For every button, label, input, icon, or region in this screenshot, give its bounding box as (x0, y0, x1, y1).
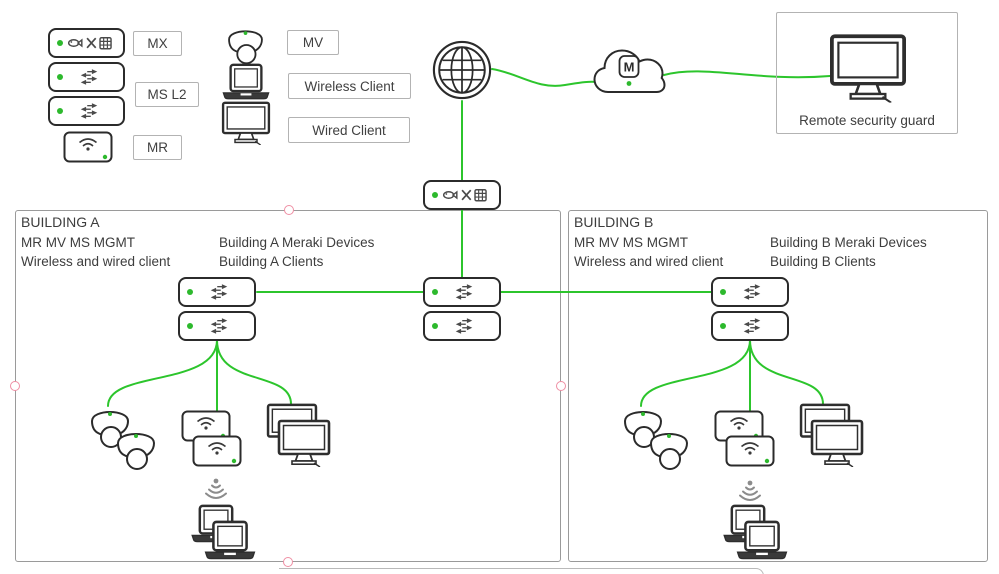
link-switchB-monitors (749, 339, 824, 405)
legend-mx-label: MX (133, 31, 182, 56)
status-dot-icon (720, 323, 726, 329)
legend-wireless-client-label: Wireless Client (288, 73, 411, 99)
building-a-devices-label: MR MV MS MGMT (21, 235, 135, 250)
building-b-left-column: MR MV MS MGMT Wireless and wired client (574, 233, 723, 271)
building-b-clients-desc: Building B Clients (770, 254, 876, 269)
status-dot-icon (432, 289, 438, 295)
legend-laptop-icon (221, 63, 271, 101)
status-dot-icon (187, 323, 193, 329)
building-b-devices-label: MR MV MS MGMT (574, 235, 688, 250)
connection-point-marker-bottom (283, 557, 293, 567)
wireless-client-text: Wireless Client (304, 78, 395, 94)
status-dot-icon (720, 289, 726, 295)
legend-ms-device-1 (48, 62, 125, 92)
switch-icon (210, 318, 228, 334)
switch-icon (80, 69, 98, 85)
core-switch-1 (423, 277, 501, 307)
switch-icon (455, 284, 473, 300)
mx-label-text: MX (147, 36, 168, 51)
legend-monitor-icon (221, 101, 271, 145)
building-a-laptop-icon-2 (202, 520, 258, 561)
status-dot-icon (57, 40, 63, 46)
status-dot-icon (57, 108, 63, 114)
meraki-cloud-icon: M (593, 49, 666, 93)
building-b-dome-camera-icon-2 (645, 426, 693, 472)
link-switchB-cameras (640, 339, 751, 407)
building-b-monitor-icon-2 (810, 419, 864, 467)
building-a-clients-label: Wireless and wired client (21, 254, 171, 269)
core-mx-device (423, 180, 501, 210)
legend-dome-camera-icon (223, 24, 268, 66)
switch-icon (743, 284, 761, 300)
connection-point-marker-right (556, 381, 566, 391)
building-a-title: BUILDING A (21, 214, 100, 230)
building-b-access-point-icon-2 (725, 435, 775, 467)
building-a-access-point-icon-2 (192, 435, 242, 467)
building-b-box: BUILDING B MR MV MS MGMT Wireless and wi… (568, 210, 988, 562)
link-cloud-remote (663, 70, 831, 79)
legend-mr-label: MR (133, 135, 182, 160)
status-dot-icon (57, 74, 63, 80)
switch-icon (210, 284, 228, 300)
building-a-left-column: MR MV MS MGMT Wireless and wired client (21, 233, 170, 271)
wired-client-text: Wired Client (312, 122, 386, 138)
status-dot-icon (432, 323, 438, 329)
link-switchA-cameras (107, 339, 218, 407)
building-b-switch-1 (711, 277, 789, 307)
link-switchA-monitors (216, 339, 292, 405)
building-b-laptop-icon-2 (734, 520, 790, 561)
link-globe-cloud (491, 68, 598, 87)
core-switch-2 (423, 311, 501, 341)
connection-point-marker-left (10, 381, 20, 391)
ms-label-text: MS L2 (147, 87, 187, 102)
building-a-dome-camera-icon-2 (112, 426, 160, 472)
building-a-right-column: Building A Meraki Devices Building A Cli… (219, 233, 374, 271)
building-b-title: BUILDING B (574, 214, 654, 230)
legend-mr-access-point-icon (63, 131, 113, 163)
cloud-badge-text: M (624, 60, 635, 75)
mx-appliance-icon (441, 187, 487, 203)
switch-icon (455, 318, 473, 334)
legend-ms-device-2 (48, 96, 125, 126)
mv-label-text: MV (302, 35, 324, 50)
mx-appliance-icon (66, 35, 112, 51)
legend-mx-device (48, 28, 125, 58)
status-dot-icon (432, 192, 438, 198)
building-b-devices-desc: Building B Meraki Devices (770, 235, 927, 250)
building-a-switch-2 (178, 311, 256, 341)
building-a-devices-desc: Building A Meraki Devices (219, 235, 375, 250)
legend-ms-label: MS L2 (135, 82, 199, 107)
remote-guard-label: Remote security guard (799, 113, 935, 128)
building-b-wifi-signal-icon (737, 479, 763, 503)
building-a-monitor-icon-2 (277, 419, 331, 467)
building-a-clients-desc: Building A Clients (219, 254, 324, 269)
globe-icon (431, 39, 493, 101)
building-a-wifi-signal-icon (203, 477, 229, 501)
remote-monitor-icon (829, 33, 907, 103)
building-a-switch-1 (178, 277, 256, 307)
status-dot-icon (187, 289, 193, 295)
remote-guard-box: Remote security guard (776, 12, 958, 134)
legend-mv-label: MV (287, 30, 339, 55)
building-b-switch-2 (711, 311, 789, 341)
legend-wired-client-label: Wired Client (288, 117, 410, 143)
building-b-right-column: Building B Meraki Devices Building B Cli… (770, 233, 927, 271)
building-a-box: BUILDING A MR MV MS MGMT Wireless and wi… (15, 210, 561, 562)
building-b-clients-label: Wireless and wired client (574, 254, 724, 269)
mr-label-text: MR (147, 140, 168, 155)
switch-icon (80, 103, 98, 119)
switch-icon (743, 318, 761, 334)
connection-point-marker-top (284, 205, 294, 215)
